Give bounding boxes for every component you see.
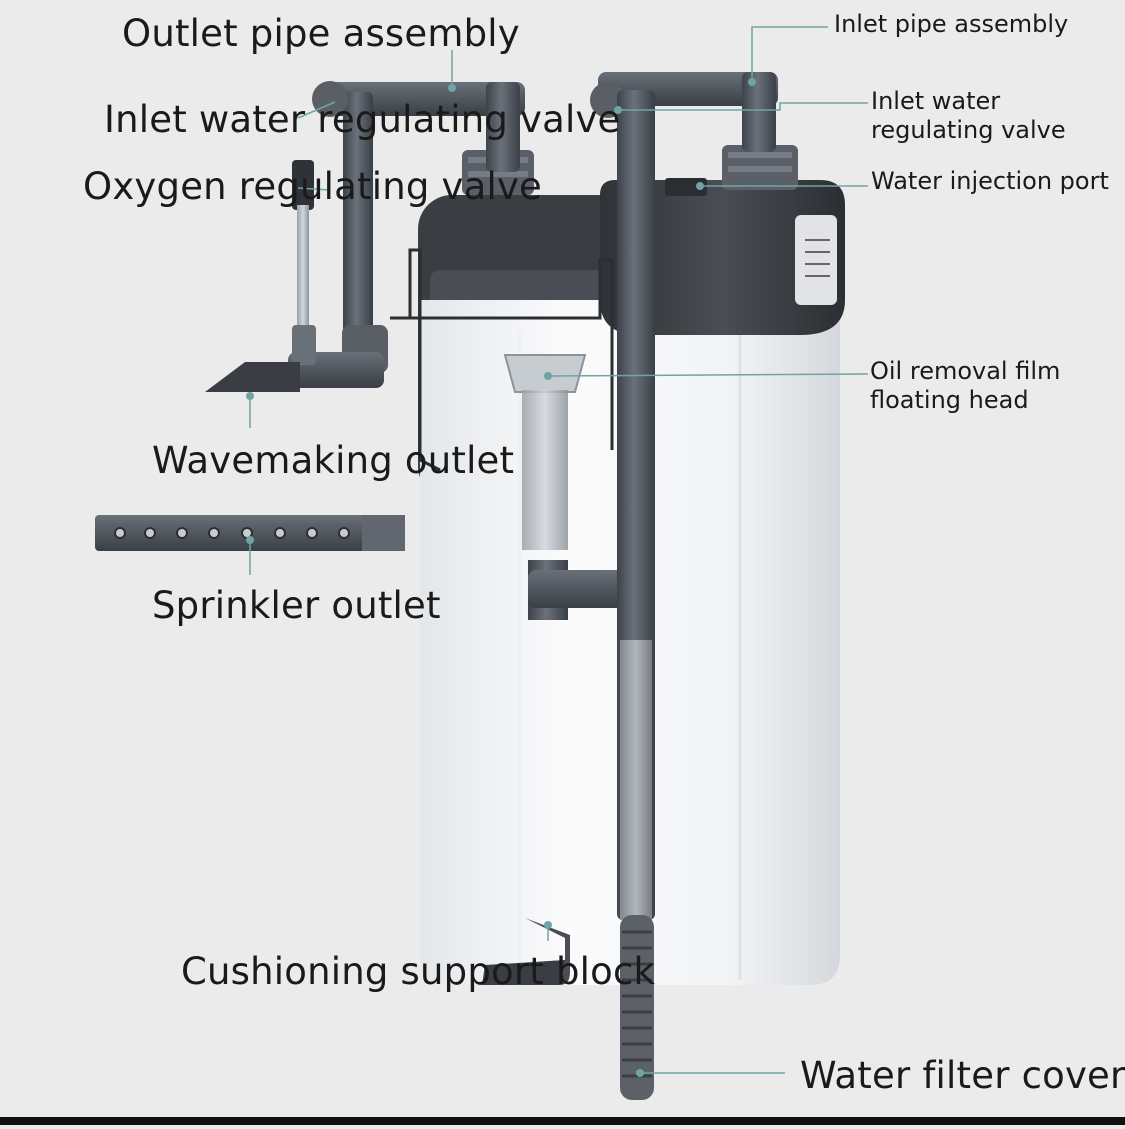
leader-dots — [246, 78, 756, 1077]
label-line-2: floating head — [870, 385, 1029, 414]
hanger-wire — [390, 248, 614, 472]
label-water-filter-cover: Water filter cover — [800, 1054, 1125, 1097]
oxygen-valve — [292, 160, 316, 365]
water-filter-cover — [620, 915, 654, 1100]
label-outlet-pipe-assembly: Outlet pipe assembly — [122, 12, 520, 55]
label-water-injection-port: Water injection port — [871, 167, 1109, 195]
label-oil-removal-film-floating-head: Oil removal film floating head — [870, 357, 1060, 415]
oil-removal-skimmer — [503, 354, 638, 620]
label-line-1: Inlet water — [871, 87, 1001, 115]
bottom-bar — [0, 1117, 1125, 1125]
outlet-pipe — [288, 81, 525, 388]
sprinkler-pipe — [95, 515, 405, 551]
label-inlet-water-regulating-valve-left: Inlet water regulating valve — [104, 98, 621, 141]
water-injection-port-cap — [665, 178, 707, 196]
inlet-pipe — [590, 72, 778, 920]
spec-sticker — [795, 215, 837, 305]
label-cushioning-support-block: Cushioning support block — [181, 950, 656, 993]
label-wavemaking-outlet: Wavemaking outlet — [152, 439, 515, 482]
label-line-1: Oil removal film — [870, 357, 1061, 385]
leader-lines — [249, 26, 869, 1074]
label-inlet-water-regulating-valve-right: Inlet water regulating valve — [871, 87, 1066, 145]
wavemaking-nozzle — [205, 362, 300, 392]
label-sprinkler-outlet: Sprinkler outlet — [152, 584, 441, 627]
label-line-2: regulating valve — [871, 115, 1066, 144]
label-oxygen-regulating-valve: Oxygen regulating valve — [83, 165, 543, 208]
cushioning-support-block — [482, 918, 570, 985]
filter-lid — [600, 178, 845, 335]
label-inlet-pipe-assembly: Inlet pipe assembly — [834, 10, 1069, 38]
